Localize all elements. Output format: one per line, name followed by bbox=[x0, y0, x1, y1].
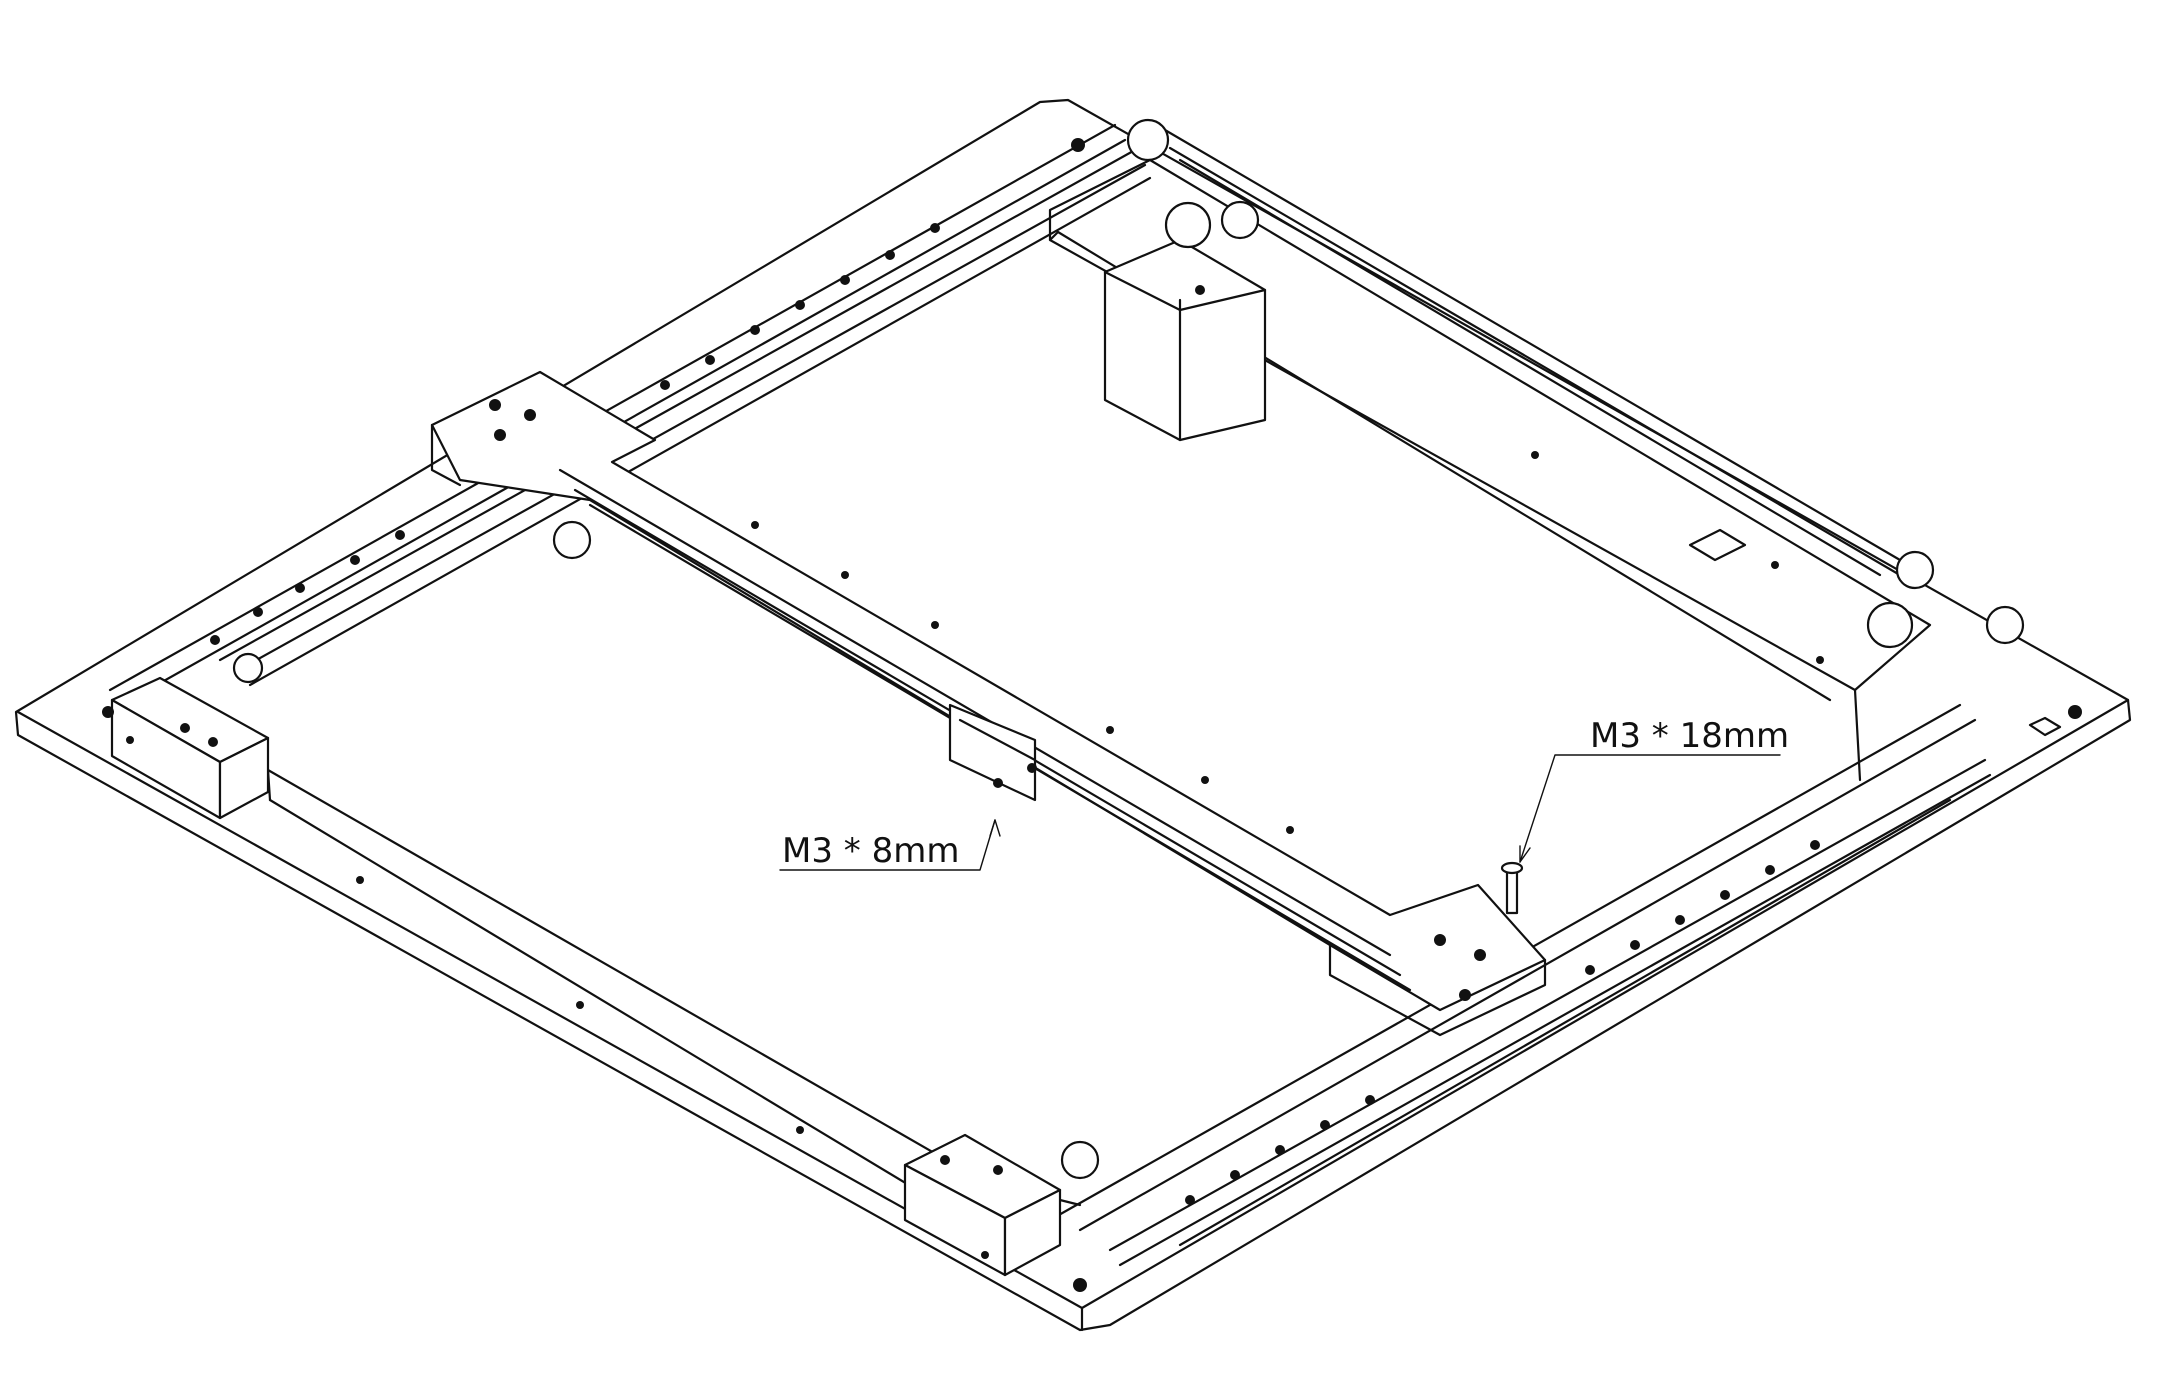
motor-pulley bbox=[1164, 201, 1212, 249]
right-corner-pulley bbox=[1985, 605, 2025, 645]
gantry-left-pulley bbox=[552, 520, 592, 560]
mounting-holes bbox=[102, 138, 2082, 1292]
callout-label-long: M3 * 18mm bbox=[1590, 716, 1789, 756]
toolhead-carriage bbox=[948, 703, 1037, 802]
front-right-motor-block bbox=[903, 1133, 1062, 1277]
idler-pulley bbox=[1220, 200, 1260, 240]
front-left-pulley bbox=[232, 652, 264, 684]
front-left-motor-block bbox=[110, 676, 270, 820]
right-linear-rail bbox=[1048, 703, 1992, 1267]
left-rail-holes bbox=[210, 223, 940, 645]
callout-label-short: M3 * 8mm bbox=[782, 831, 959, 871]
callout-short-screw: M3 * 8mm bbox=[779, 819, 1001, 871]
gantry-plate-holes bbox=[489, 399, 1486, 1001]
right-frame-bar bbox=[1163, 128, 1907, 580]
rear-left-pulley bbox=[1126, 118, 1170, 162]
right-rail-holes bbox=[1185, 840, 1820, 1205]
left-linear-rail bbox=[108, 123, 1152, 702]
callout-long-screw: M3 * 18mm bbox=[1519, 716, 1789, 863]
long-screw bbox=[1500, 861, 1524, 915]
pulleys bbox=[232, 118, 2025, 1180]
rear-right-pulley bbox=[1895, 550, 1935, 590]
front-right-pulley bbox=[1060, 1140, 1100, 1180]
slot-cutouts bbox=[1688, 528, 2062, 737]
tensioner-pulley bbox=[1866, 601, 1914, 649]
